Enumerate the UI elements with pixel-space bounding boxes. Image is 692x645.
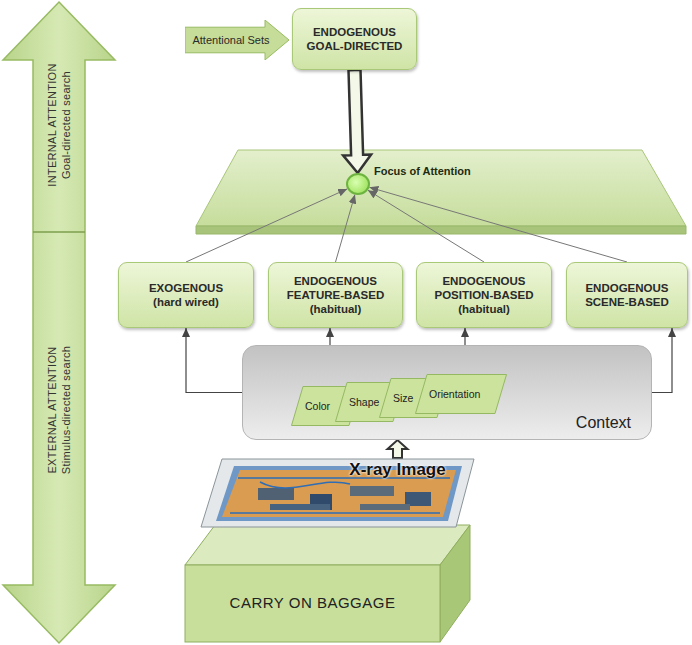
connector-line — [369, 187, 627, 262]
box-label: (hard wired) — [125, 295, 247, 309]
arrow-label: Attentional Sets — [185, 34, 277, 46]
box-label: ENDOGENOUS GOAL-DIRECTED — [299, 25, 410, 53]
baggage-side — [440, 525, 470, 642]
panel-title: Context — [576, 414, 631, 432]
attention-band: INTERNAL ATTENTIONGoal-directed search — [31, 35, 87, 215]
xray-component — [350, 486, 394, 496]
baggage-label: CARRY ON BAGGAGE — [185, 518, 440, 611]
box-label: (habitual) — [423, 302, 545, 316]
xray-tray — [201, 459, 474, 527]
process-box: ENDOGENOUS SCENE-BASED — [566, 262, 688, 328]
input-arrow: Attentional Sets — [185, 20, 289, 60]
focus-ellipse — [346, 173, 370, 195]
connector-line — [186, 328, 242, 393]
block-arrow — [343, 70, 371, 173]
band-label: INTERNAL ATTENTION — [45, 63, 59, 186]
xray-traces — [230, 478, 450, 513]
box-label: EXOGENOUS — [125, 281, 247, 295]
attention-double-arrow — [3, 2, 115, 643]
focus-label: Focus of Attention — [374, 165, 471, 177]
xray-component — [405, 492, 431, 506]
sheet-shape — [416, 375, 507, 414]
band-label: Goal-directed search — [59, 71, 73, 179]
focus-point: Focus of Attention — [346, 165, 471, 195]
baggage-top — [185, 525, 470, 565]
attention-plane-edge — [196, 226, 686, 234]
connector-line — [186, 189, 347, 262]
block-arrow — [388, 440, 408, 458]
attention-band: EXTERNAL ATTENTIONStimulus-directed sear… — [31, 260, 87, 560]
process-box: ENDOGENOUS GOAL-DIRECTED — [292, 8, 417, 70]
xray-component — [270, 504, 330, 510]
image-label: X-ray Image — [200, 460, 475, 480]
process-box: ENDOGENOUS POSITION-BASED(habitual) — [416, 262, 552, 328]
feature-label: Orientation — [415, 374, 507, 414]
baggage-drawing — [180, 518, 475, 643]
process-box: ENDOGENOUS FEATURE-BASED(habitual) — [268, 262, 403, 328]
xray-component — [360, 504, 410, 510]
attention-plane — [196, 150, 686, 226]
xray-component — [258, 488, 294, 500]
band-divider — [33, 231, 85, 233]
connector-line — [368, 190, 484, 262]
box-label: ENDOGENOUS POSITION-BASED — [423, 274, 545, 302]
band-label: EXTERNAL ATTENTION — [45, 346, 59, 473]
baggage-box: CARRY ON BAGGAGE — [180, 518, 475, 643]
box-label: ENDOGENOUS FEATURE-BASED — [275, 274, 396, 302]
process-box: EXOGENOUS(hard wired) — [118, 262, 254, 328]
feature-sheet: Orientation — [415, 374, 507, 414]
xray-image: X-ray Image — [200, 458, 475, 528]
arrow-body — [185, 20, 289, 60]
connector-line — [336, 195, 355, 262]
box-label: ENDOGENOUS SCENE-BASED — [573, 281, 681, 309]
context-panel: ContextColorShapeSizeOrientation — [242, 345, 652, 440]
box-label: (habitual) — [275, 302, 396, 316]
band-label: Stimulus-directed search — [59, 346, 73, 474]
connector-line — [652, 328, 672, 393]
